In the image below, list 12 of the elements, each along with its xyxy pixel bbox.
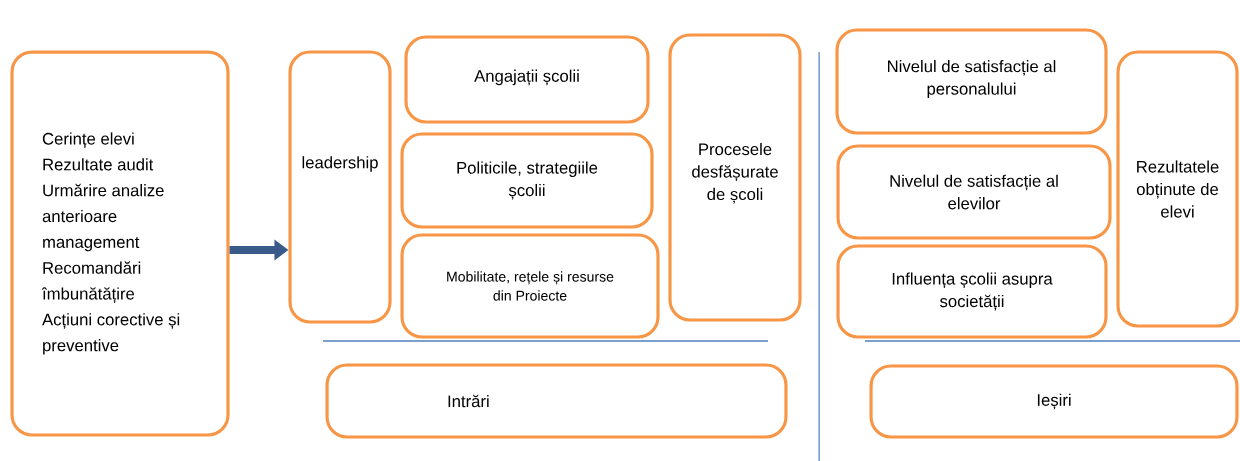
rounded-box: leadership bbox=[288, 50, 392, 324]
rounded-box: Cerințe elevi Rezultate audit Urmărire analize anterioare management Recomandări îmbunătățire Acțiuni corective și preventive bbox=[10, 50, 230, 437]
rounded-box: Nivelul de satisfacție al elevilor bbox=[836, 144, 1112, 240]
rounded-box: Mobilitate, rețele și resurse din Proiecte bbox=[400, 233, 660, 339]
rounded-box: Procesele desfășurate de școli bbox=[668, 33, 802, 322]
rounded-box: Ieșiri bbox=[869, 364, 1239, 439]
rounded-box: Angajații școlii bbox=[404, 35, 650, 124]
rounded-box: Politicile, strategiile școlii bbox=[400, 132, 654, 229]
rounded-box: Rezultatele obținute de elevi bbox=[1116, 50, 1239, 328]
rounded-box: Nivelul de satisfacție al personalului bbox=[835, 28, 1108, 135]
rounded-box: Intrări bbox=[325, 363, 788, 439]
rounded-box: Influența școlii asupra societății bbox=[836, 244, 1108, 339]
